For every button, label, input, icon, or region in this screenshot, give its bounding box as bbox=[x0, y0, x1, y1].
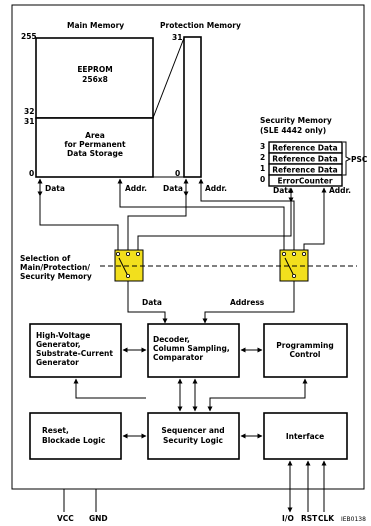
seq-label-2: Security Logic bbox=[163, 436, 223, 445]
left-selection-switch bbox=[114, 249, 144, 282]
main-data-label: Data bbox=[45, 184, 65, 193]
bus-wiring bbox=[39, 196, 325, 252]
main-memory-addr-0: 0 bbox=[29, 169, 34, 178]
main-memory-title: Main Memory bbox=[67, 21, 124, 30]
security-row-label-0: ErrorCounter bbox=[277, 177, 332, 186]
protection-memory-title: Protection Memory bbox=[160, 21, 241, 30]
main-memory: Main Memory 255 32 31 0 EEPROM 256x8 Are… bbox=[21, 21, 154, 178]
seq-label-1: Sequencer and bbox=[161, 426, 224, 435]
area-label-2: for Permanent bbox=[64, 140, 126, 149]
protection-memory-block bbox=[183, 36, 202, 178]
pin-gnd-label: GND bbox=[89, 514, 108, 523]
reset-block bbox=[29, 412, 122, 460]
area-label-3: Data Storage bbox=[67, 149, 123, 158]
pin-rst-label: RST bbox=[301, 514, 318, 523]
security-memory: Security Memory (SLE 4442 only) 3 2 1 0 … bbox=[260, 116, 368, 187]
sequencer-block bbox=[147, 412, 240, 460]
protection-mapping-line-top bbox=[152, 37, 185, 119]
security-row-index-1: 1 bbox=[260, 164, 265, 173]
reset-label-2: Blockade Logic bbox=[42, 436, 105, 445]
right-selection-switch bbox=[279, 249, 309, 282]
security-addr-label: Addr. bbox=[329, 186, 351, 195]
selection-address-label: Address bbox=[230, 298, 265, 307]
psc-label: PSC bbox=[351, 155, 368, 164]
security-memory-title-2: (SLE 4442 only) bbox=[260, 126, 326, 135]
figure-id: IEB0138 bbox=[341, 516, 366, 523]
block-interconnects bbox=[73, 347, 308, 439]
pin-lines bbox=[63, 460, 327, 513]
protection-memory: Protection Memory 31 0 bbox=[160, 21, 241, 178]
security-row-index-0: 0 bbox=[260, 175, 265, 184]
hv-label-4: Generator bbox=[36, 358, 79, 367]
decoder-label-2: Column Sampling, bbox=[153, 344, 230, 353]
security-row-label-3: Reference Data bbox=[272, 144, 337, 153]
security-row-label-1: Reference Data bbox=[272, 166, 337, 175]
eeprom-label: EEPROM bbox=[77, 65, 112, 74]
permanent-area-block bbox=[35, 117, 154, 178]
area-label-1: Area bbox=[85, 131, 105, 140]
psc-brace bbox=[343, 141, 352, 176]
selection-label-1: Selection of bbox=[20, 254, 71, 263]
protection-memory-addr-31: 31 bbox=[172, 33, 182, 42]
main-memory-addr-31: 31 bbox=[24, 117, 34, 126]
switch-to-decoder-wiring bbox=[127, 281, 295, 324]
hv-label-2: Generator, bbox=[36, 340, 81, 349]
eeprom-size: 256x8 bbox=[82, 75, 108, 84]
interface-label: Interface bbox=[286, 432, 324, 441]
protection-memory-addr-0: 0 bbox=[175, 169, 180, 178]
protection-data-label: Data bbox=[163, 184, 183, 193]
security-row-label-2: Reference Data bbox=[272, 155, 337, 164]
hv-label-3: Substrate-Current bbox=[36, 349, 113, 358]
decoder-label-1: Decoder, bbox=[153, 335, 190, 344]
reset-label-1: Reset, bbox=[42, 426, 69, 435]
selection-label-2: Main/Protection/ bbox=[20, 263, 90, 272]
decoder-label-3: Comparator bbox=[153, 353, 203, 362]
outer-frame bbox=[11, 4, 365, 490]
decoder-block bbox=[147, 323, 240, 378]
interface-block bbox=[263, 412, 348, 460]
security-row-0 bbox=[268, 174, 343, 187]
programming-control-block bbox=[263, 323, 348, 378]
security-data-label: Data bbox=[273, 186, 293, 195]
hv-label-1: High-Voltage bbox=[36, 331, 90, 340]
pin-io-label: I/O bbox=[282, 514, 294, 523]
security-memory-title-1: Security Memory bbox=[260, 116, 332, 125]
pin-vcc-label: VCC bbox=[57, 514, 74, 523]
selection-label-3: Security Memory bbox=[20, 272, 92, 281]
security-row-index-2: 2 bbox=[260, 153, 265, 162]
prog-label-1: Programming bbox=[276, 341, 333, 350]
main-addr-label: Addr. bbox=[125, 184, 147, 193]
main-memory-addr-255: 255 bbox=[21, 32, 37, 41]
protection-addr-label: Addr. bbox=[205, 184, 227, 193]
prog-label-2: Control bbox=[289, 350, 320, 359]
high-voltage-block bbox=[29, 323, 122, 378]
selection-data-label: Data bbox=[142, 298, 162, 307]
pin-clk-label: CLK bbox=[318, 514, 335, 523]
main-memory-addr-32: 32 bbox=[24, 107, 34, 116]
security-row-index-3: 3 bbox=[260, 142, 265, 151]
